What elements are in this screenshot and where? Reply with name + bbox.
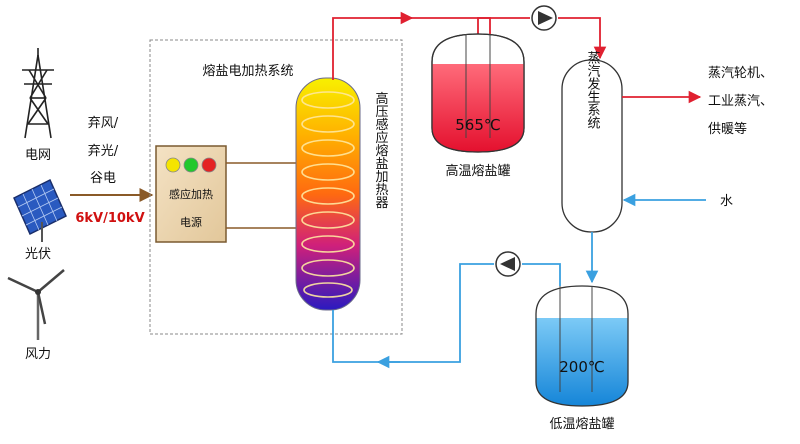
induction-power-supply: 感应加热 电源 — [155, 145, 227, 243]
induction-heater — [295, 77, 361, 311]
heater-label: 高压感应熔盐加热器 — [373, 91, 389, 210]
cold-return-line-top — [522, 263, 561, 286]
curtailed-wind-text: 弃风/ — [88, 116, 119, 131]
indicator-yellow — [165, 157, 181, 173]
valley-power-text: 谷电 — [90, 171, 116, 186]
output-turbine: 蒸汽轮机、 — [708, 66, 773, 81]
cold-salt-tank — [535, 268, 629, 407]
hot-salt-tank — [431, 33, 525, 153]
water-label: 水 — [720, 194, 733, 209]
power-supply-label-1: 感应加热 — [169, 187, 213, 201]
grid-label: 电网 — [25, 148, 51, 163]
indicator-green — [183, 157, 199, 173]
heating-system-boundary — [149, 39, 403, 335]
output-industrial-steam: 工业蒸汽、 — [708, 94, 773, 109]
cold-tank-label: 低温熔盐罐 — [549, 417, 614, 432]
indicator-red — [201, 157, 217, 173]
wind-label: 风力 — [25, 347, 51, 362]
voltage-text: 6kV/10kV — [75, 211, 144, 226]
pv-label: 光伏 — [25, 247, 51, 262]
heating-system-title: 熔盐电加热系统 — [202, 64, 293, 79]
wind-turbine-icon — [7, 269, 65, 340]
hot-tank-outlet-line — [477, 17, 530, 34]
power-tower-icon — [22, 48, 54, 139]
hot-pump-icon — [531, 5, 557, 31]
cold-pump-icon — [495, 251, 521, 277]
hot-tank-label: 高温熔盐罐 — [445, 163, 510, 179]
output-heating: 供暖等 — [708, 121, 747, 137]
hot-tank-temperature: 565℃ — [455, 116, 500, 134]
solar-panel-icon — [13, 178, 67, 242]
cold-tank-temperature: 200℃ — [559, 358, 604, 376]
hot-to-steam-line — [558, 17, 607, 60]
cold-return-line — [332, 263, 494, 363]
steam-generator-label: 蒸汽发生系统 — [585, 51, 601, 130]
curtailed-solar-text: 弃光/ — [88, 144, 119, 159]
power-supply-label-2: 电源 — [180, 215, 202, 229]
